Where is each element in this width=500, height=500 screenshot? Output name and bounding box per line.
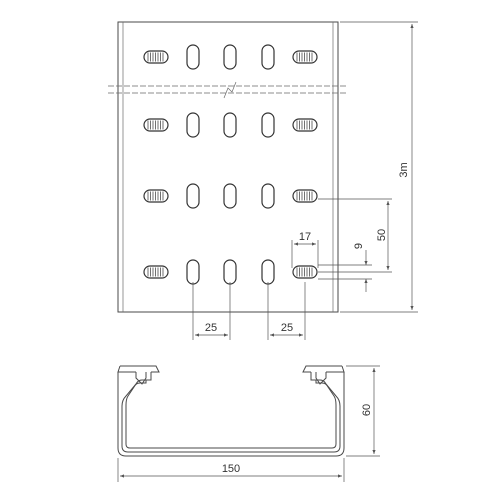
dimension-length: 3m <box>340 21 418 313</box>
vertical-slot <box>223 183 237 209</box>
vertical-slot <box>186 112 200 138</box>
horizontal-slot <box>143 265 169 279</box>
dimension-slot-width: 17 <box>291 231 319 268</box>
dimension-slot-height: 9 <box>318 243 372 292</box>
slot-pattern <box>143 44 318 285</box>
vertical-slot <box>186 183 200 209</box>
horizontal-slot <box>143 189 169 203</box>
slot-width-label: 17 <box>299 231 311 243</box>
vertical-slot <box>186 44 200 70</box>
pitch-vertical-label: 50 <box>376 229 388 241</box>
horizontal-slot <box>143 50 169 64</box>
tray-outline <box>117 21 339 313</box>
dimension-spacing-left: 25 <box>192 282 231 340</box>
spacing-right-label: 25 <box>281 322 293 334</box>
horizontal-slot <box>292 118 318 132</box>
horizontal-slot <box>292 50 318 64</box>
horizontal-slot <box>292 265 318 279</box>
spacing-left-label: 25 <box>205 322 217 334</box>
vertical-slot <box>186 259 200 285</box>
cross-section-profile <box>117 365 345 457</box>
vertical-slot <box>261 183 275 209</box>
dimension-profile-width: 150 <box>117 458 345 482</box>
vertical-slot <box>223 112 237 138</box>
dimension-pitch-vertical: 50 <box>318 198 392 273</box>
dimension-profile-height: 60 <box>346 365 380 457</box>
vertical-slot <box>223 44 237 70</box>
profile-width-label: 150 <box>222 463 240 475</box>
horizontal-slot <box>292 189 318 203</box>
length-label: 3m <box>398 162 410 177</box>
slot-height-label: 9 <box>353 243 365 249</box>
vertical-slot <box>261 44 275 70</box>
vertical-slot <box>261 112 275 138</box>
profile-height-label: 60 <box>361 404 373 416</box>
vertical-slot <box>261 259 275 285</box>
vertical-slot <box>223 259 237 285</box>
dimension-spacing-right: 25 <box>267 282 306 340</box>
break-line <box>108 81 348 99</box>
horizontal-slot <box>143 118 169 132</box>
tray-plan-view <box>108 21 348 313</box>
